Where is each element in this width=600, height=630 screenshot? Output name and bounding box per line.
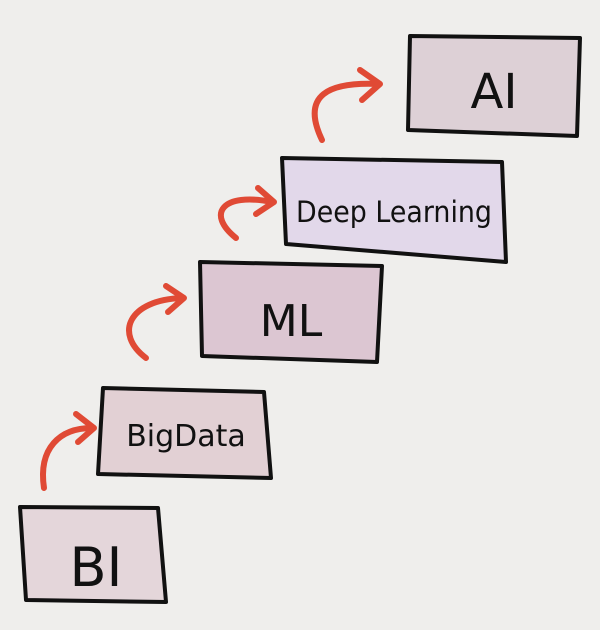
step-bigdata: BigData xyxy=(96,386,273,480)
arrow-bi-to-bigdata xyxy=(40,411,97,491)
step-box-ml xyxy=(198,260,384,364)
step-label-ml: ML xyxy=(260,296,323,347)
arrow-ml-to-deep-learning xyxy=(217,185,277,241)
step-box-bi xyxy=(18,505,168,604)
step-box-bigdata xyxy=(96,386,273,480)
step-label-bi: BI xyxy=(70,536,123,599)
step-deep-learning: Deep Learning xyxy=(280,156,508,264)
step-label-deep-learning: Deep Learning xyxy=(296,195,492,229)
step-ai: AI xyxy=(406,34,582,138)
step-label-bigdata: BigData xyxy=(126,419,246,454)
step-box-deep-learning xyxy=(280,156,508,264)
step-label-ai: AI xyxy=(471,64,518,120)
step-ml: ML xyxy=(198,260,384,364)
step-box-ai xyxy=(406,34,582,138)
arrow-bigdata-to-ml xyxy=(126,283,187,361)
arrow-deep-learning-to-ai xyxy=(311,67,383,143)
step-bi: BI xyxy=(18,505,168,604)
